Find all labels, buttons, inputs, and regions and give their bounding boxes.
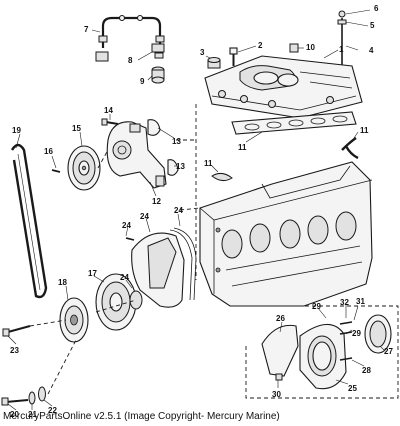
callout-13-top: 13	[172, 137, 181, 146]
callout-4: 4	[369, 46, 374, 55]
leader-lines	[7, 9, 385, 411]
callout-9: 9	[140, 77, 145, 86]
part-bolt-16	[51, 169, 61, 173]
callout-24-b: 24	[140, 212, 149, 221]
callout-17: 17	[88, 269, 97, 278]
callout-32: 32	[340, 298, 349, 307]
part-engine-block	[199, 161, 373, 307]
callout-28: 28	[362, 366, 371, 375]
callout-24-a: 24	[122, 221, 131, 230]
part-end-seal-right	[341, 137, 359, 160]
callout-19: 19	[12, 126, 21, 135]
callout-7: 7	[84, 25, 89, 34]
callout-30: 30	[272, 390, 281, 399]
callout-24-d: 24	[120, 273, 129, 282]
callout-11-center: 11	[238, 143, 247, 152]
part-damper-bolt	[1, 325, 46, 406]
part-end-seal-left	[211, 172, 233, 182]
callout-11-right: 11	[360, 126, 369, 135]
part-rear-seal-housing	[261, 314, 392, 390]
callout-21: 21	[28, 410, 37, 419]
callout-26: 26	[276, 314, 285, 323]
part-pump-gaskets	[101, 118, 179, 176]
part-pulley	[67, 145, 101, 191]
part-water-pump	[106, 121, 167, 189]
callout-27: 27	[384, 347, 393, 356]
callout-18: 18	[58, 278, 67, 287]
callout-11-left: 11	[204, 159, 213, 168]
callout-1: 1	[339, 45, 344, 54]
part-balancer	[95, 273, 143, 331]
callout-2: 2	[258, 41, 263, 50]
callout-20: 20	[10, 410, 19, 419]
callout-22: 22	[48, 406, 57, 415]
callout-24-c: 24	[174, 206, 183, 215]
part-tube	[98, 14, 165, 48]
callout-25: 25	[348, 384, 357, 393]
callout-29-mid: 29	[352, 329, 361, 338]
callout-14: 14	[104, 106, 113, 115]
callout-15: 15	[72, 124, 81, 133]
part-belt	[10, 143, 48, 299]
callout-10: 10	[306, 43, 315, 52]
part-intake-manifold	[204, 55, 363, 119]
callout-29-top: 29	[312, 302, 321, 311]
part-manifold-gasket	[231, 111, 357, 135]
callout-labels: 7 8 9 3 2 10 1 4 5 6 11 11 11 12 13 13 1…	[10, 4, 393, 419]
callout-8: 8	[128, 56, 133, 65]
part-timing-cover	[125, 227, 197, 308]
part-cap-bolts	[207, 10, 347, 80]
image-caption: MercuryPartsOnline v2.5.1 (Image Copyrig…	[3, 411, 280, 422]
part-damper	[59, 297, 89, 343]
assembly-lines	[29, 104, 399, 399]
callout-6: 6	[374, 4, 379, 13]
callout-23: 23	[10, 346, 19, 355]
callout-16: 16	[44, 147, 53, 156]
callout-12: 12	[152, 197, 161, 206]
callout-5: 5	[370, 21, 375, 30]
callout-31: 31	[356, 297, 365, 306]
callout-3: 3	[200, 48, 205, 57]
part-fittings	[95, 43, 165, 84]
callout-13-bottom: 13	[176, 162, 185, 171]
